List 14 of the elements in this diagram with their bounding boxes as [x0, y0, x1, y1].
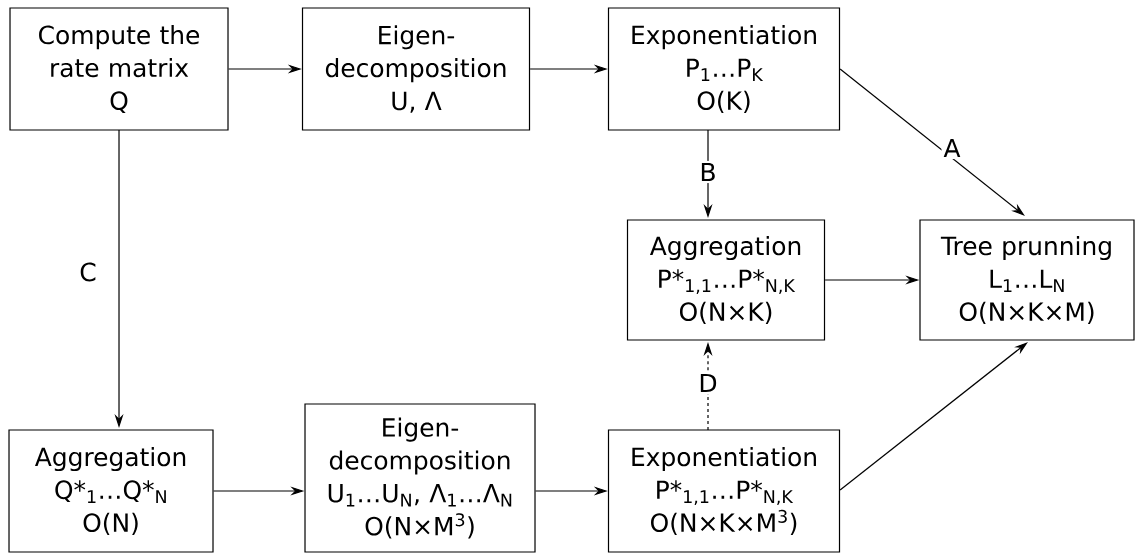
process-box: Aggregation P*$_{1,1}$…P*$_{N,K}$ O(N×K)	[626, 219, 826, 341]
process-box: Exponentiation P$_{1}$…P$_{K}$ O(K)	[607, 7, 841, 131]
edge-label: B	[697, 160, 719, 184]
process-box: Exponentiation P*$_{1,1}$…P*$_{N,K}$ O(N×K×M$^{3}$)	[607, 429, 841, 553]
process-box: Tree prunning L$_{1}$…L$_{N}$ O(N×K×M)	[919, 219, 1135, 341]
edge-label: C	[77, 260, 99, 284]
edge-label: A	[941, 136, 963, 160]
process-box: Aggregation Q*$_{1}$…Q*$_{N}$ O(N)	[8, 429, 214, 553]
process-box: Eigen-decomposition U, Λ	[301, 7, 531, 131]
arrow	[839, 342, 1028, 491]
edge-label: D	[696, 371, 720, 395]
arrow	[839, 68, 1025, 216]
process-box: Eigen-decomposition U$_{1}$…U$_{N}$, Λ$_{1}$…Λ$_{N}$ O(N×M$^{3}$)	[304, 403, 536, 553]
process-box: Compute the rate matrix Q	[9, 7, 229, 131]
